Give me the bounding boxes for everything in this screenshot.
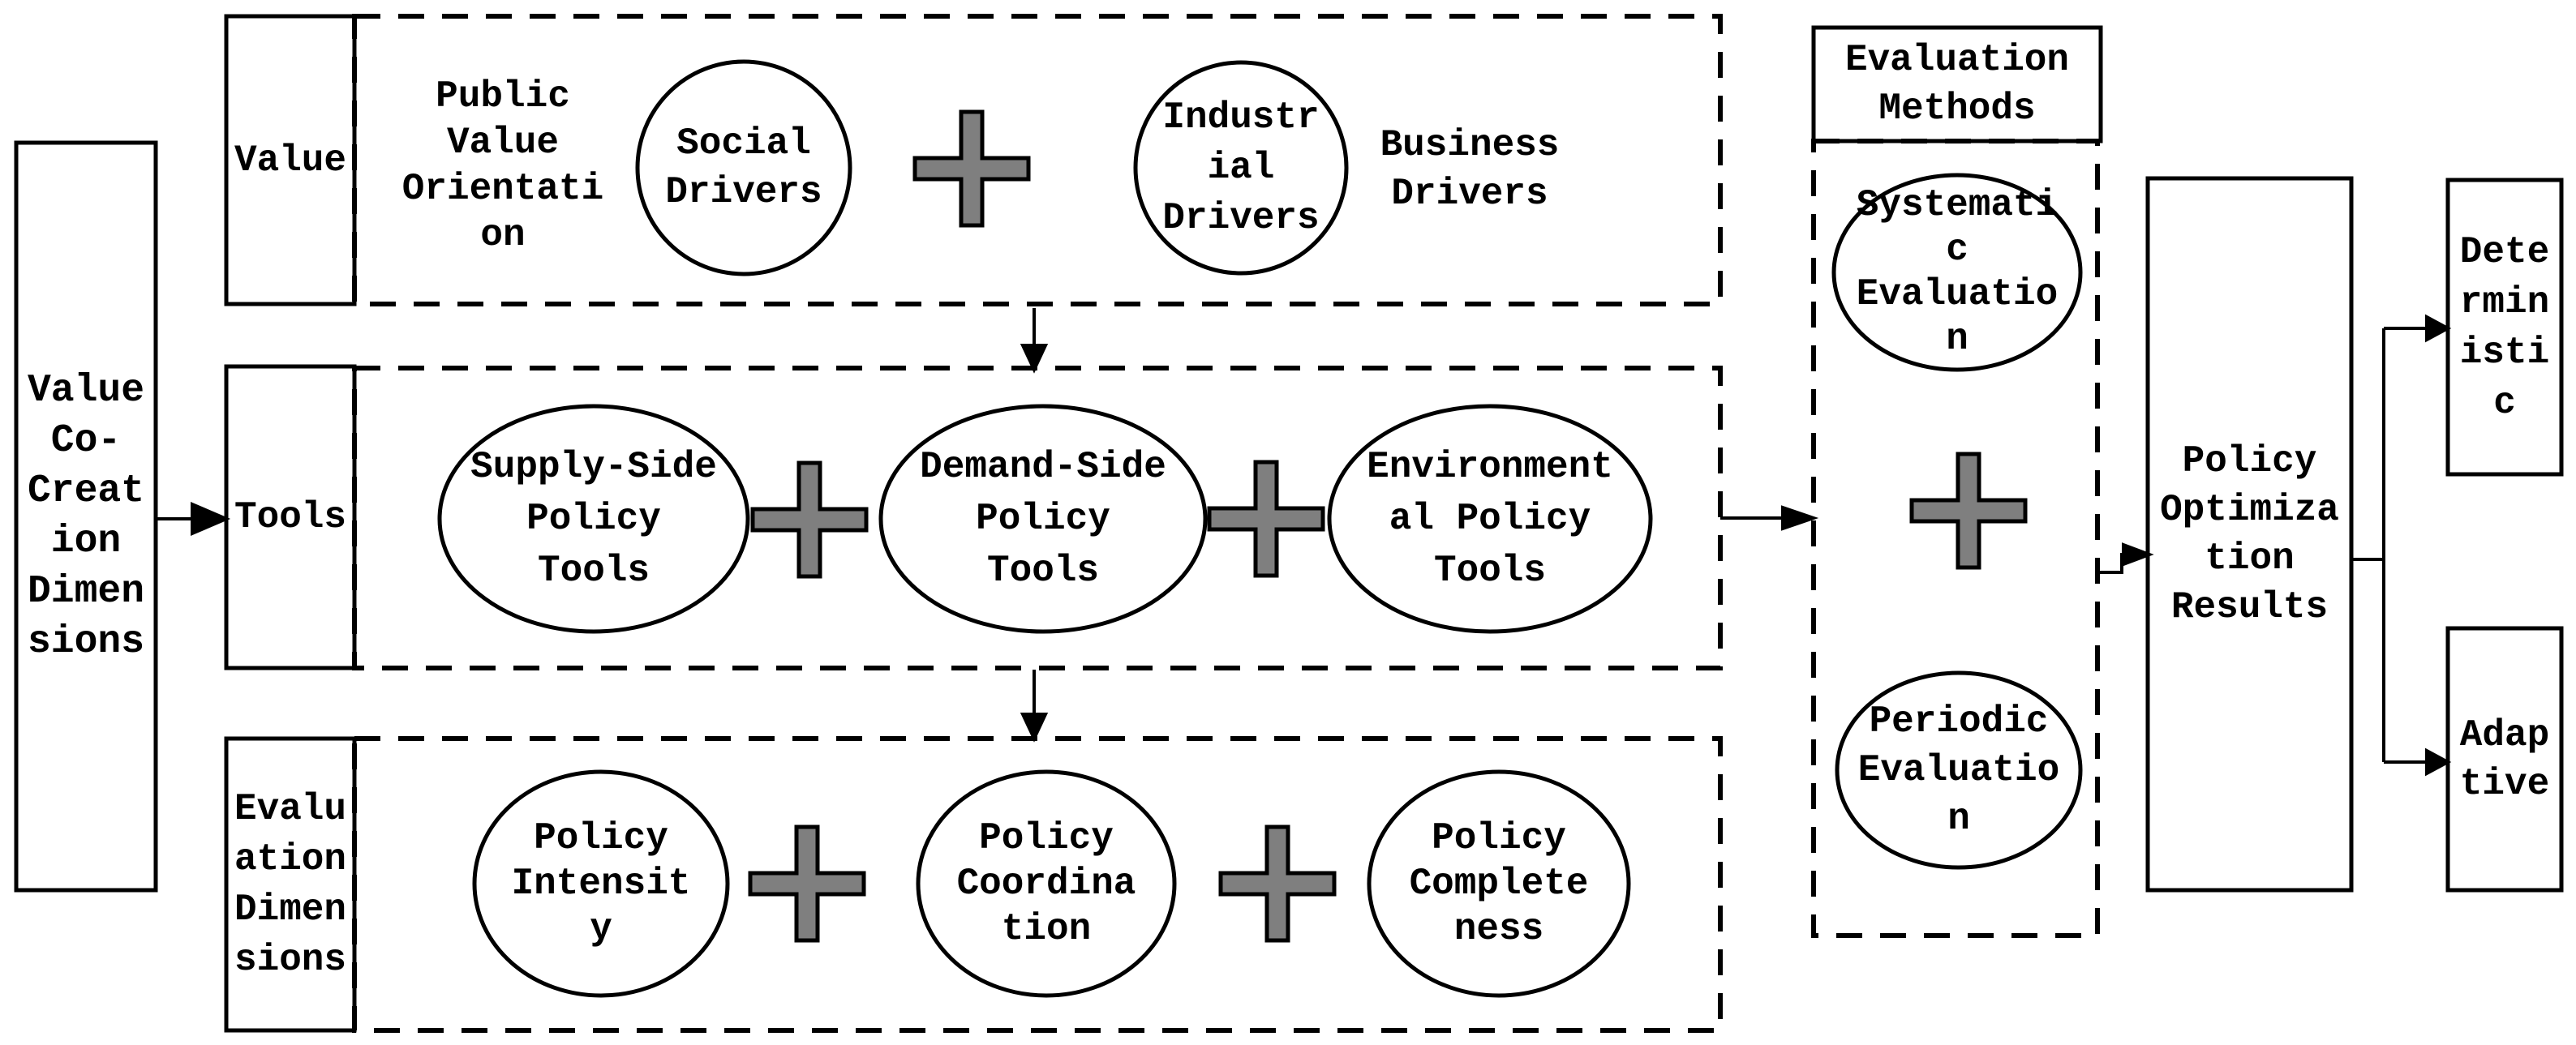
- social-drivers-ellipse: [635, 59, 852, 276]
- policy-optimization-box: [2145, 176, 2354, 893]
- adaptive-label: Adap tive: [2459, 713, 2550, 805]
- adaptive-box: [2445, 626, 2564, 893]
- supply-side-label: Supply-Side Policy Tools: [470, 446, 717, 592]
- industrial-drivers-label: Industr ial Drivers: [1162, 96, 1320, 239]
- policy-coordination-ellipse: [916, 769, 1177, 998]
- periodic-evaluation-ellipse: [1835, 670, 2083, 870]
- public-value-label: Public Value Orientati on: [401, 75, 604, 256]
- value-cocreation-box: [14, 140, 158, 893]
- plus-icon: [1909, 452, 2028, 570]
- business-drivers-label: Business Drivers: [1380, 124, 1560, 215]
- demand-side-ellipse: [878, 404, 1208, 634]
- value-label-box: [224, 14, 357, 306]
- evaluation-methods-label: Evaluation Methods: [1844, 39, 2070, 130]
- social-drivers-label: Social Drivers: [665, 122, 822, 213]
- policy-optimization-label: Policy Optimiza tion Results: [2160, 440, 2339, 628]
- evaluation-methods-header-box: [1811, 25, 2103, 143]
- policy-completeness-ellipse: [1367, 769, 1631, 998]
- arrow-value-to-tools: [1020, 308, 1049, 374]
- arrow-tools-to-methods: [1720, 505, 1819, 531]
- plus-icon: [1207, 460, 1325, 578]
- arrow-left-to-tools: [157, 501, 231, 537]
- value-cocreation-label: Value Co- Creat ion Dimen sions: [27, 369, 145, 664]
- periodic-evaluation-label: Periodic Evaluatio n: [1857, 700, 2060, 840]
- evaluation-label-box: [224, 736, 357, 1033]
- environmental-label: Environment al Policy Tools: [1367, 446, 1613, 592]
- value-row-label: Value: [234, 139, 347, 182]
- plus-icon: [750, 460, 869, 579]
- policy-completeness-label: Policy Complete ness: [1409, 817, 1589, 950]
- plus-icon: [1218, 824, 1337, 943]
- arrow-tools-to-evaluation: [1020, 670, 1049, 743]
- systematic-evaluation-ellipse: [1831, 173, 2083, 372]
- arrow-results-branch: [2351, 314, 2452, 777]
- policy-coordination-label: Policy Coordina tion: [956, 817, 1136, 950]
- arrow-methods-to-results: [2097, 542, 2154, 574]
- supply-side-ellipse: [437, 404, 750, 634]
- deterministic-label: Dete rmin isti c: [2459, 230, 2550, 424]
- demand-side-label: Demand-Side Policy Tools: [920, 446, 1166, 592]
- environmental-ellipse: [1327, 404, 1653, 634]
- tools-row-dashed-box: [352, 366, 1723, 670]
- policy-intensity-ellipse: [472, 769, 730, 998]
- tools-row-label: Tools: [234, 496, 347, 538]
- policy-intensity-label: Policy Intensit y: [511, 817, 691, 950]
- evaluation-row-label: Evalu ation Dimen sions: [234, 788, 347, 981]
- plus-icon: [912, 109, 1031, 228]
- industrial-drivers-ellipse: [1133, 60, 1349, 276]
- systematic-evaluation-label: Systemati c Evaluatio n: [1856, 184, 2059, 360]
- plus-icon: [748, 824, 866, 943]
